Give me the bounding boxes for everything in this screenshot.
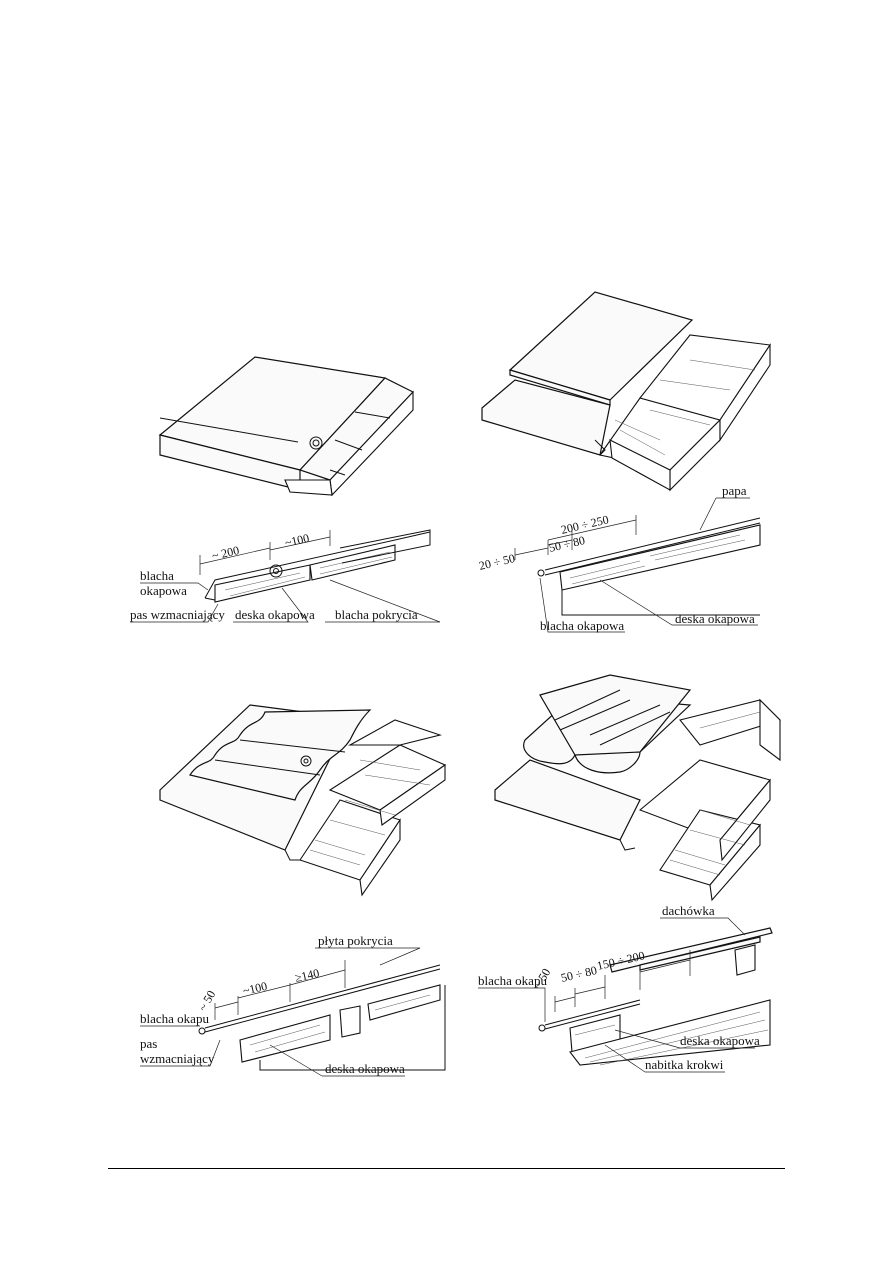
figure-a-label-blacha-pokrycia: blacha pokrycia [335, 607, 418, 622]
figure-b-label-deska-okapowa: deska okapowa [675, 611, 755, 626]
footer-rule [108, 1168, 785, 1169]
figure-b-dim-200-250: 200 ÷ 250 [560, 512, 610, 537]
figure-d-perspective [494, 674, 782, 902]
figure-a-dim-200: ~ 200 [211, 543, 241, 563]
figure-a-section: ~ 200 ~100 blacha okapowa pas wzmacniają… [130, 529, 441, 623]
figure-c: ~ 50 ~100 ≥140 płyta pokrycia blacha oka… [140, 704, 447, 1077]
figure-b-dim-20-50: 20 ÷ 50 [478, 551, 517, 573]
figure-c-dim-140: ≥140 [294, 966, 321, 985]
figure-d-label-nabitka-krokwi: nabitka krokwi [645, 1057, 724, 1072]
figure-a-perspective [158, 356, 414, 497]
figure-a-label-blacha: blacha [140, 568, 174, 583]
figure-b-dim-50-80: 50 ÷ 80 [548, 533, 587, 555]
figure-c-label-blacha-okapu: blacha okapu [140, 1011, 209, 1026]
figure-a-label-pas-wzmacniajacy: pas wzmacniający [130, 607, 225, 622]
figure-c-perspective [159, 704, 447, 897]
figure-d-section: ~ 50 50 ÷ 80 150 ÷ 200 dachówka blacha o… [478, 903, 773, 1073]
figure-d-label-deska-okapowa: deska okapowa [680, 1033, 760, 1048]
figure-b-section: 200 ÷ 250 50 ÷ 80 20 ÷ 50 papa blacha ok… [478, 483, 761, 633]
figure-d-label-dachowka: dachówka [662, 903, 715, 918]
figure-c-dim-100: ~100 [242, 979, 269, 998]
figure-d-label-blacha-okapu: blacha okapu [478, 973, 547, 988]
figure-c-section: ~ 50 ~100 ≥140 płyta pokrycia blacha oka… [140, 933, 446, 1077]
figure-d: ~ 50 50 ÷ 80 150 ÷ 200 dachówka blacha o… [478, 674, 782, 1073]
figure-b-label-papa: papa [722, 483, 747, 498]
figure-d-dim-50-80: 50 ÷ 80 [560, 963, 599, 985]
figure-a: ~ 200 ~100 blacha okapowa pas wzmacniają… [130, 356, 441, 623]
figure-c-label-deska-okapowa: deska okapowa [325, 1061, 405, 1076]
figure-a-label-okapowa: okapowa [140, 583, 187, 598]
figure-c-label-pas: pas [140, 1036, 157, 1051]
figure-a-label-deska-okapowa: deska okapowa [235, 607, 315, 622]
figure-a-dim-100: ~100 [284, 531, 311, 550]
figure-b-perspective [481, 291, 771, 492]
figure-c-label-wzmacniajacy: wzmacniający [140, 1051, 215, 1066]
figure-b-label-blacha-okapowa: blacha okapowa [540, 618, 624, 633]
figure-c-label-plyta-pokrycia: płyta pokrycia [318, 933, 393, 948]
figure-b: 200 ÷ 250 50 ÷ 80 20 ÷ 50 papa blacha ok… [478, 291, 771, 633]
